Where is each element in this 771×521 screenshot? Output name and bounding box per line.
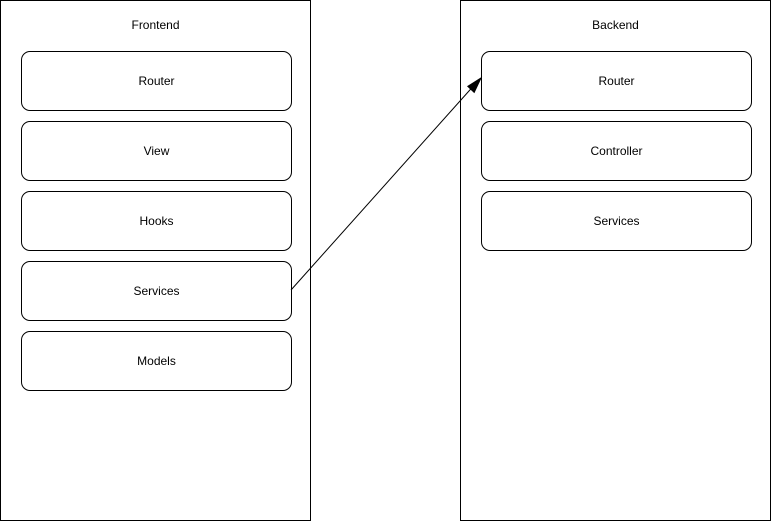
backend-router-label: Router xyxy=(598,74,635,88)
backend-router-box[interactable]: Router xyxy=(481,51,752,111)
connector-line xyxy=(290,81,478,291)
frontend-services-label: Services xyxy=(133,284,180,298)
frontend-view-label: View xyxy=(143,144,170,158)
frontend-router-box[interactable]: Router xyxy=(21,51,292,111)
frontend-router-label: Router xyxy=(138,74,175,88)
backend-controller-box[interactable]: Controller xyxy=(481,121,752,181)
backend-container: Backend Router Controller Services xyxy=(460,0,771,521)
frontend-models-box[interactable]: Models xyxy=(21,331,292,391)
backend-controller-label: Controller xyxy=(590,144,643,158)
frontend-models-label: Models xyxy=(137,354,176,368)
backend-services-box[interactable]: Services xyxy=(481,191,752,251)
frontend-view-box[interactable]: View xyxy=(21,121,292,181)
backend-services-label: Services xyxy=(593,214,640,228)
frontend-container: Frontend Router View Hooks Services Mode… xyxy=(0,0,311,521)
frontend-hooks-label: Hooks xyxy=(139,214,174,228)
frontend-services-box[interactable]: Services xyxy=(21,261,292,321)
frontend-hooks-box[interactable]: Hooks xyxy=(21,191,292,251)
frontend-title: Frontend xyxy=(131,18,180,32)
backend-title: Backend xyxy=(592,18,639,32)
